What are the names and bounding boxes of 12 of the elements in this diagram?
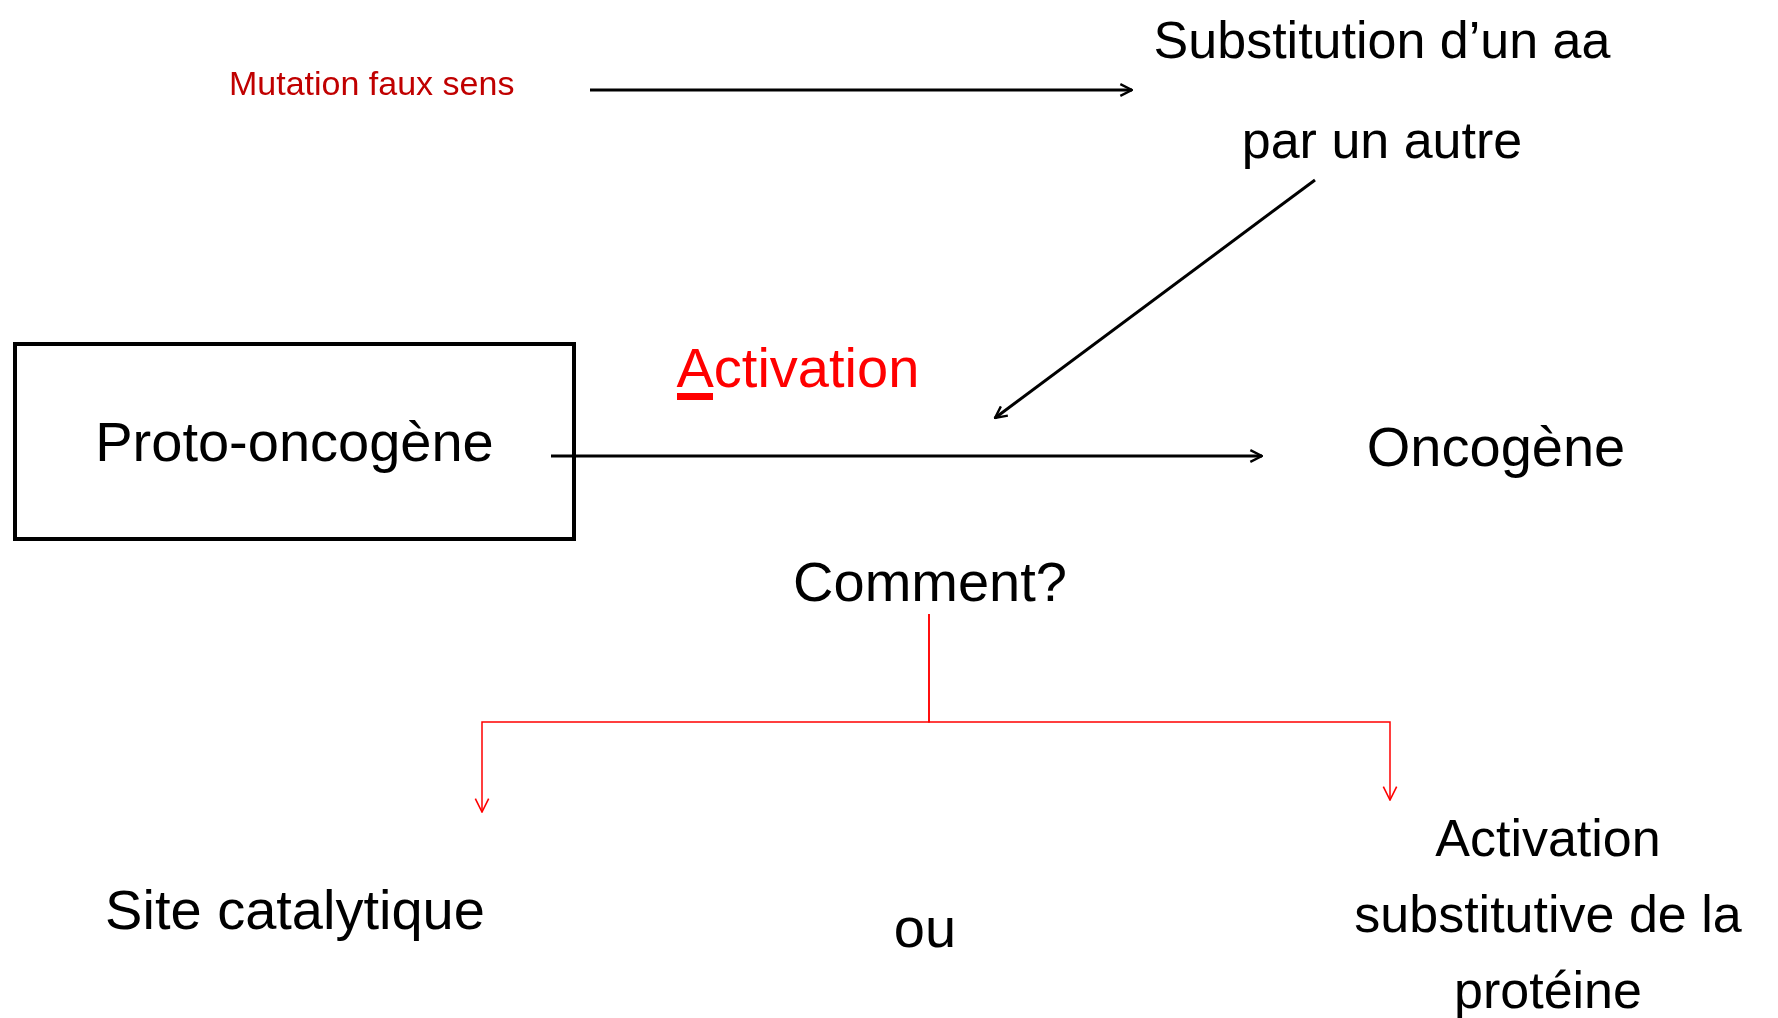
- arrow: [551, 449, 1264, 463]
- text-label: Mutation faux sens: [200, 60, 590, 106]
- arrow: [928, 613, 1398, 801]
- text-label: Comment?: [760, 550, 1100, 614]
- process-box: Proto-oncogène: [13, 342, 576, 541]
- text-label: Oncogène: [1340, 415, 1652, 479]
- edge-label: Activation: [676, 340, 920, 396]
- arrow: [993, 178, 1316, 420]
- text-label: Substitution d’un aa par un autre: [1132, 0, 1632, 180]
- text-label: ou: [892, 895, 958, 961]
- text-label: Site catalytique: [60, 812, 530, 952]
- arrow: [590, 83, 1134, 97]
